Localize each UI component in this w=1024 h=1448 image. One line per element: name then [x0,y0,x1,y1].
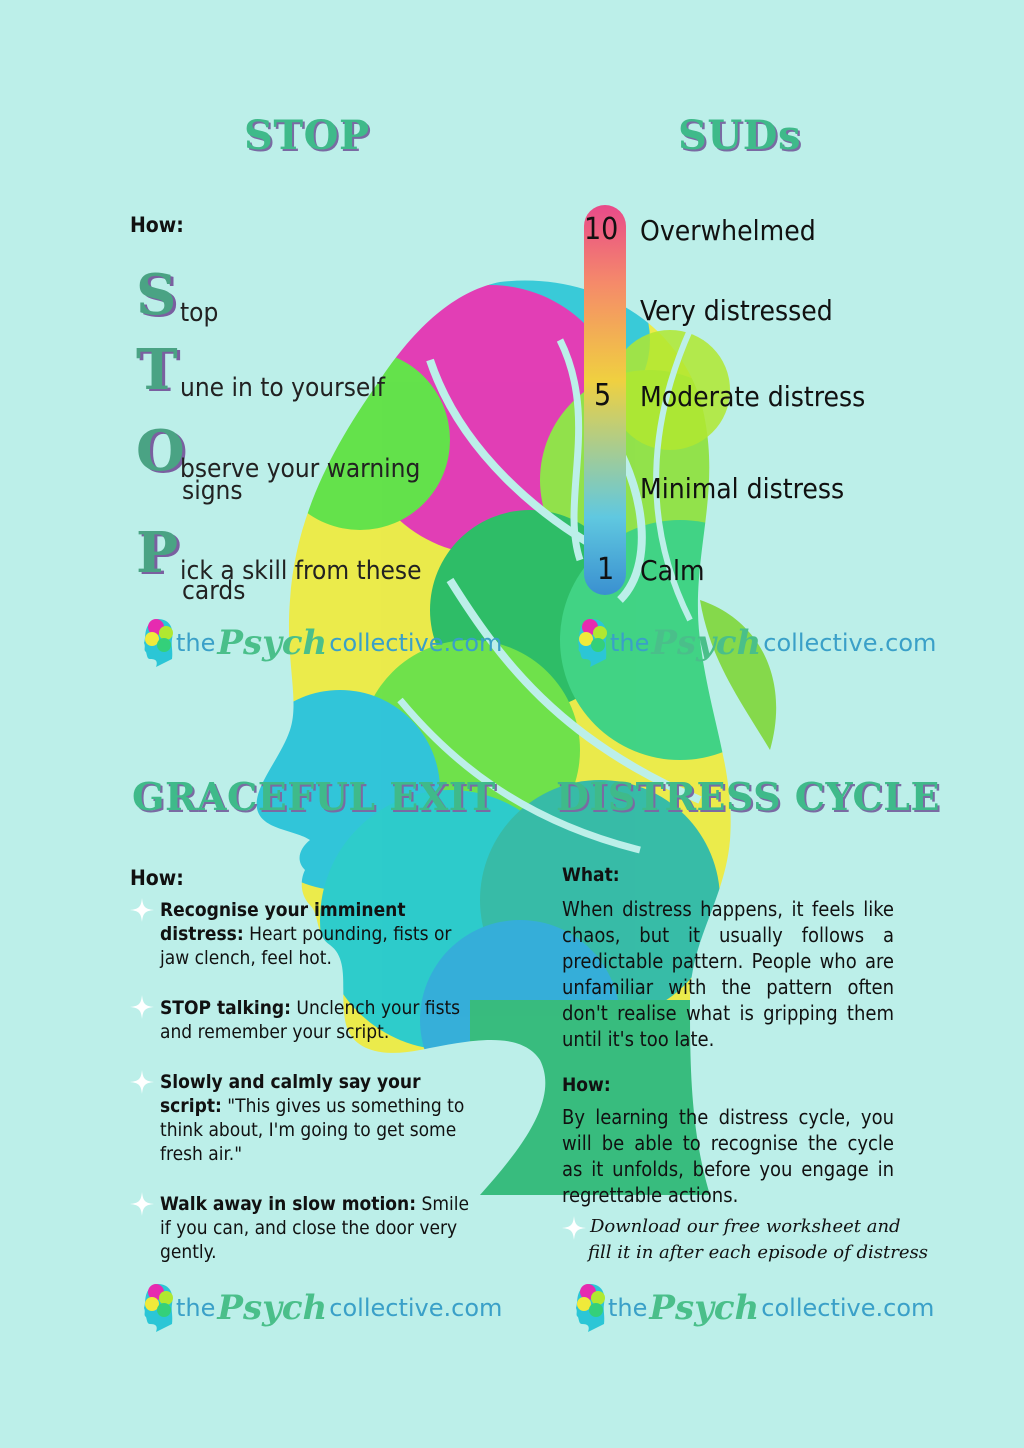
stop-row-p: Pick a skill from these [136,520,422,586]
item-text: "This gives us something to think about,… [160,1095,465,1165]
stop-title: STOP [244,112,370,159]
stop-text-cont: signs [182,476,243,506]
suds-level-label: Very distressed [640,294,833,327]
head-logo-icon [144,619,173,667]
head-logo-icon [144,1284,173,1332]
stop-text: une in to yourself [180,373,386,403]
item-bold: STOP talking: [160,997,291,1019]
graceful-exit-item: STOP talking: Unclench your fists and re… [160,996,480,1044]
stop-text-cont: cards [182,576,246,606]
item-bold: Slowly and calmly say your script: [160,1071,421,1117]
stop-letter: P [136,520,179,586]
download-line-1: Download our free worksheet and [590,1216,901,1237]
suds-level-num: 10 [584,212,619,247]
stop-row-o: Observe your warning [136,418,420,484]
brand-the: the [610,629,650,657]
stop-text: top [180,298,219,328]
brand-the: the [176,1294,216,1322]
suds-level-label: Minimal distress [640,472,845,505]
sparkle-icon [130,1070,154,1094]
graceful-exit-item: Slowly and calmly say your script: "This… [160,1070,480,1166]
brand-the: the [176,629,216,657]
brand-psych: Psych [217,623,328,663]
distress-cycle-what-text: When distress happens, it feels like cha… [562,897,894,1051]
suds-level-label: Calm [640,554,705,587]
brand-collective: collective.com [329,629,503,657]
stop-how-label: How: [130,213,184,237]
stop-text: ick a skill from these [180,556,422,586]
head-logo-icon [576,1284,605,1332]
sparkle-icon [130,898,154,922]
suds-level-label: Overwhelmed [640,214,816,247]
item-text: Unclench your fists and remember your sc… [160,997,461,1043]
item-text: Heart pounding, fists or jaw clench, fee… [160,923,452,969]
sparkle-icon [130,1192,154,1216]
suds-scale-bar [584,205,626,595]
brand-collective: collective.com [329,1294,503,1322]
graceful-exit-how-label: How: [130,866,184,890]
brand-the: the [608,1294,648,1322]
brand-collective: collective.com [763,629,937,657]
stop-letter: O [136,418,185,484]
stop-letter: T [136,337,178,403]
stop-letter: S [136,262,177,328]
graceful-exit-item: Recognise your imminent distress: Heart … [160,898,480,970]
graceful-exit-title: GRACEFUL EXIT [132,774,496,819]
sparkle-icon [130,995,154,1019]
distress-cycle-how-text: By learning the distress cycle, you will… [562,1105,894,1207]
brand-collective: collective.com [761,1294,935,1322]
distress-cycle-title: DISTRESS CYCLE [556,774,940,819]
stop-row-t: Tune in to yourself [136,337,385,403]
distress-cycle-how-label: How: [562,1074,611,1096]
stop-text: bserve your warning [180,454,421,484]
suds-level-label: Moderate distress [640,380,866,413]
brand-psych: Psych [649,1288,760,1328]
download-line-2: fill it in after each episode of distres… [588,1242,929,1263]
sparkle-icon [562,1216,586,1240]
brand-psych: Psych [651,623,762,663]
suds-level-num: 5 [594,378,612,413]
head-logo-icon [578,619,607,667]
item-text: Smile if you can, and close the door ver… [160,1193,470,1263]
graceful-exit-item: Walk away in slow motion: Smile if you c… [160,1192,480,1264]
suds-level-num: 1 [597,552,615,587]
item-bold: Walk away in slow motion: [160,1193,417,1215]
item-bold: Recognise your imminent distress: [160,899,406,945]
brand-psych: Psych [217,1288,328,1328]
distress-cycle-what-label: What: [562,864,620,886]
suds-title: SUDs [678,112,801,159]
